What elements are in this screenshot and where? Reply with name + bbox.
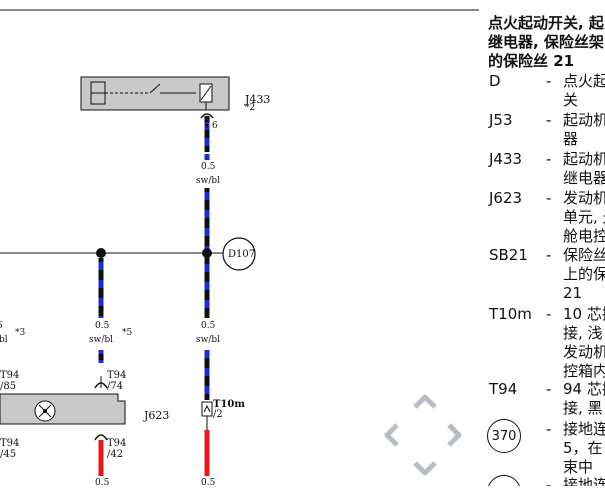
label-j433: J433 [245, 93, 271, 106]
conn-t94-42-pin: /42 [107, 449, 124, 460]
left-color: bl [0, 335, 8, 345]
label-d107: D107 [228, 249, 256, 260]
wire-color-3: sw/bl [196, 335, 220, 345]
legend-title-line: 的保险丝 21 [488, 52, 575, 70]
nav-up-icon[interactable] [412, 393, 438, 411]
legend-code: T94 [489, 380, 518, 398]
left-gauge: 5 [0, 321, 3, 332]
legend-dash: - [546, 420, 552, 438]
wire-gauge-3: 0.5 [201, 321, 216, 331]
legend-panel: 点火起动开关, 起 继电器, 保险丝架 的保险丝 21 D - 点火起 关 J5… [479, 8, 605, 486]
conn-t94-74-name: T94 [107, 370, 127, 381]
legend-code: SB21 [489, 246, 528, 264]
label-j623: J623 [144, 409, 170, 422]
legend-desc: 保险丝 上的保 21 [563, 246, 605, 302]
wire-gauge-1: 0.5 [201, 162, 216, 172]
legend-item-t94: T94 - 94 芯插 接, 黑 [489, 380, 605, 417]
legend-code: T10m [489, 305, 532, 323]
legend-desc: 接地连 5，在 束中 [563, 420, 605, 476]
legend-desc: 起动机 继电器 [563, 150, 605, 187]
legend-item-sb21: SB21 - 保险丝 上的保 21 [489, 246, 605, 302]
legend-desc: 接地连 [563, 476, 605, 486]
note-5: *5 [122, 328, 133, 338]
bottom-gauge-1: 0.5 [95, 478, 110, 488]
legend-code: J53 [489, 111, 513, 129]
conn-t94-45-name: T94 [0, 438, 20, 449]
legend-dash: - [546, 305, 552, 323]
legend-desc: 起动机 器 [563, 111, 605, 148]
legend-code: D [489, 72, 501, 90]
conn-t94-42-name: T94 [107, 438, 127, 449]
note-j433: *2 [245, 103, 256, 113]
conn-t10m-name: T10m [213, 399, 245, 410]
legend-title-line: 点火起动开关, 起 [488, 14, 604, 32]
diagram-navigation [383, 393, 467, 477]
wire-color-1: sw/bl [196, 176, 220, 186]
nav-right-icon[interactable] [445, 422, 463, 448]
conn-t94-74-pin: /74 [107, 381, 124, 392]
legend-dash: - [546, 72, 552, 90]
legend-code: J433 [489, 150, 523, 168]
connector-t10m [201, 401, 213, 417]
wire-gauge-2: 0.5 [95, 321, 110, 331]
wire-color-2: sw/bl [89, 335, 113, 345]
legend-item-j53: J53 - 起动机 器 [489, 111, 605, 148]
legend-item-370: - 接地连 5，在 束中 [489, 420, 605, 476]
legend-dash: - [546, 380, 552, 398]
legend-desc: 发动机 单元, 光 舱电控 [563, 189, 605, 245]
legend-title-line: 继电器, 保险丝架 [488, 33, 604, 51]
bottom-gauge-2: 0.5 [201, 478, 216, 488]
pin-cap-t94-42 [94, 434, 108, 441]
ground-370-icon: 370 [487, 419, 521, 453]
legend-desc: 点火起 关 [563, 72, 605, 109]
legend-title: 点火起动开关, 起 继电器, 保险丝架 的保险丝 21 [488, 14, 605, 71]
note-3: *3 [15, 328, 26, 338]
legend-dash: - [546, 150, 552, 168]
legend-dash: - [546, 476, 552, 486]
nav-left-icon[interactable] [383, 422, 401, 448]
conn-t10m-pin: /2 [213, 409, 223, 420]
splice-node-right [202, 248, 212, 258]
splice-node-left [96, 248, 106, 258]
legend-desc: 94 芯插 接, 黑 [563, 380, 605, 417]
pin-cap-j433 [200, 113, 214, 119]
legend-item-j623: J623 - 发动机 单元, 光 舱电控 [489, 189, 605, 245]
legend-item-next: - 接地连 [489, 476, 605, 486]
ground-point-d107 [222, 237, 256, 271]
legend-code: J623 [489, 189, 523, 207]
legend-dash: - [546, 111, 552, 129]
conn-t94-85-name: T94 [0, 370, 20, 381]
legend-dash: - [546, 189, 552, 207]
legend-dash: - [546, 246, 552, 264]
relay-j433 [80, 76, 230, 111]
conn-t94-85-pin: /85 [0, 381, 17, 392]
legend-item-t10m: T10m - 10 芯插 接, 浅 发动机 控箱内 [489, 305, 605, 380]
control-unit-j623 [0, 393, 126, 425]
pin-j433-6: 6 [212, 121, 218, 131]
legend-desc: 10 芯插 接, 浅 发动机 控箱内 [563, 305, 605, 380]
legend-item-j433: J433 - 起动机 继电器 [489, 150, 605, 187]
legend-item-d: D - 点火起 关 [489, 72, 605, 109]
conn-t94-45-pin: /45 [0, 449, 17, 460]
nav-down-icon[interactable] [412, 459, 438, 477]
